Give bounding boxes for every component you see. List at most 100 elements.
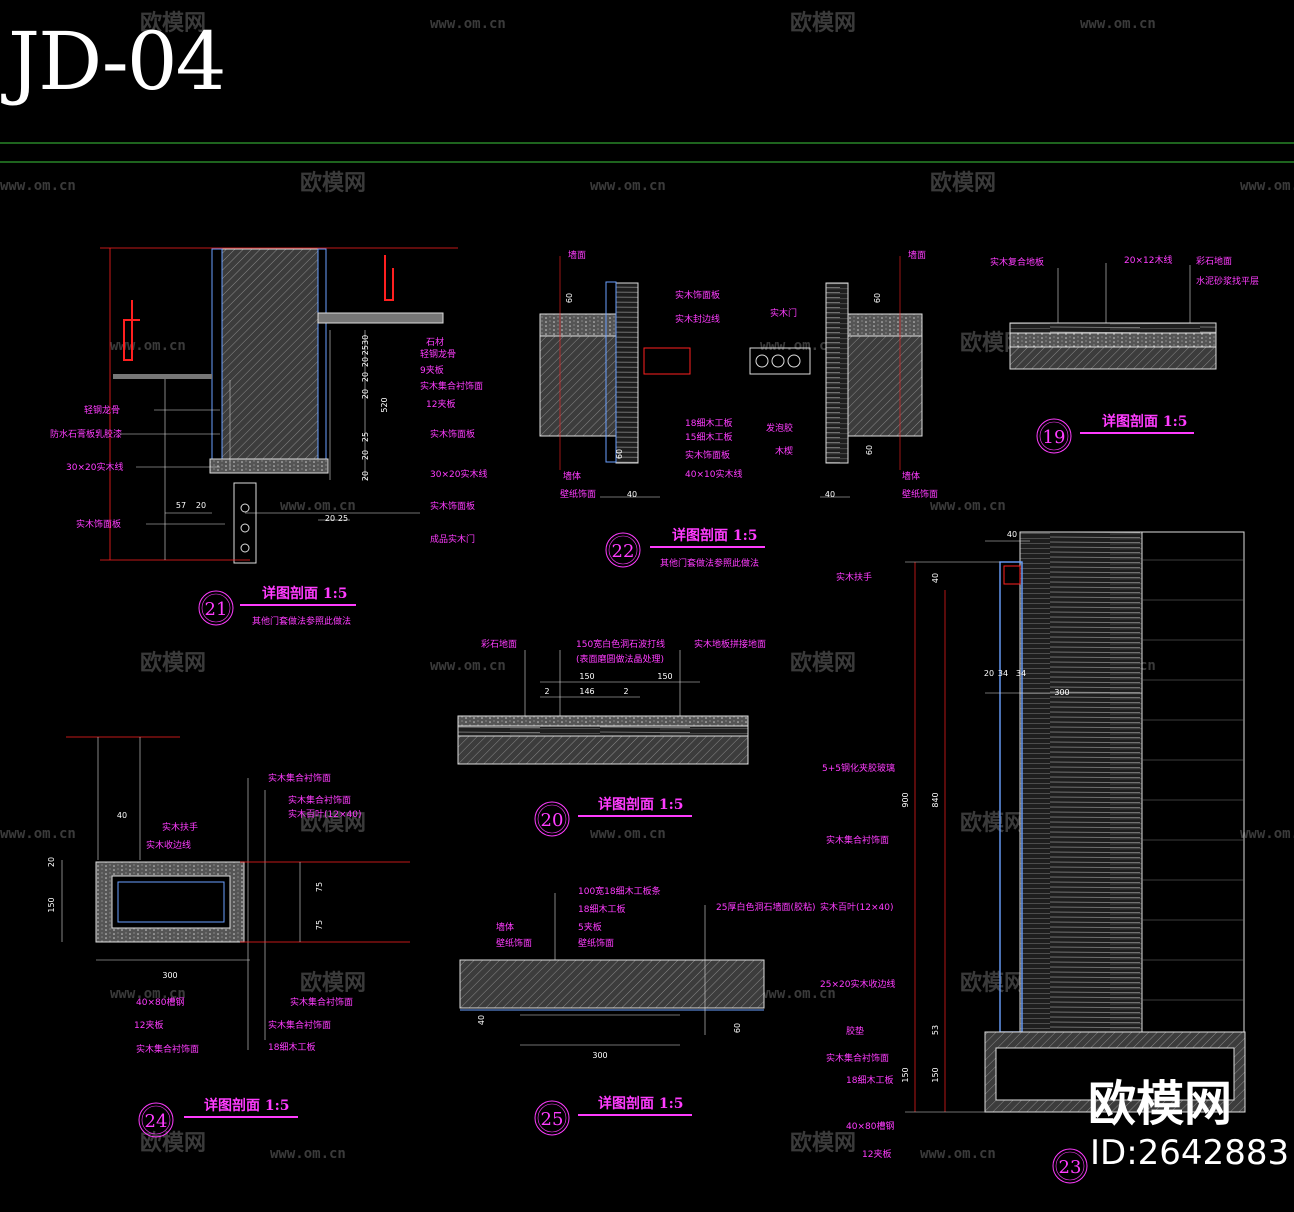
d25-label-4: 壁纸饰面 (496, 937, 532, 949)
watermark-url: www.om.cn (0, 178, 76, 194)
d24-dim-5: 75 (315, 920, 324, 930)
d22-label-14: 壁纸饰面 (902, 488, 938, 500)
watermark-url: www.om.cn (590, 826, 666, 842)
d19-label-2: 彩石地面 (1196, 255, 1232, 267)
d20-label-3: 实木地板拼接地面 (694, 638, 766, 650)
d22-label-5: 实木饰面板 (685, 449, 730, 461)
d23-dim-0: 40 (1007, 530, 1017, 539)
d21-dim-10: 20 (361, 471, 370, 481)
d24-label-10: 18细木工板 (268, 1041, 315, 1053)
d21-label-11: 实木饰面板 (430, 500, 475, 512)
d23-dim-3: 34 (998, 669, 1008, 678)
d23-dim-10: 150 (931, 1067, 940, 1082)
d25-dim-1: 300 (592, 1051, 607, 1060)
d22-dim-4: 60 (865, 445, 874, 455)
detail-22-labels: 墙面实木饰面板实木封边线18细木工板15细木工板实木饰面板40×10实木线墙体壁… (560, 249, 938, 500)
d22-label-2: 实木封边线 (675, 313, 720, 325)
d23-label-5: 胶垫 (846, 1025, 864, 1037)
d19-label-3: 水泥砂浆找平层 (1196, 275, 1259, 287)
d22-label-6: 40×10实木线 (685, 468, 742, 480)
watermark-url: www.om.cn (760, 986, 836, 1002)
watermark-brand: 欧模网 (140, 10, 206, 36)
watermark-url: www.om.cn (430, 16, 506, 32)
detail-24-number: 24 (145, 1111, 168, 1132)
detail-23-labels: 实木扶手5+5钢化夹胶玻璃实木集合衬饰面实木百叶(12×40)25×20实木收边… (820, 530, 1070, 1160)
watermark-brand: 欧模网 (960, 810, 1026, 836)
d24-label-8: 实木集合衬饰面 (290, 996, 353, 1008)
d21-dim-1: 20 (196, 501, 206, 510)
d24-dim-3: 300 (162, 971, 177, 980)
watermark-url: www.om.cn (1240, 826, 1294, 842)
d23-label-2: 实木集合衬饰面 (826, 834, 889, 846)
d22-label-12: 墙面 (908, 249, 926, 261)
watermark-brand: 欧模网 (960, 970, 1026, 996)
d25-label-2: 墙体 (496, 921, 514, 933)
footer-brand: 欧模网 (1088, 1076, 1233, 1132)
d22-label-4: 15细木工板 (685, 431, 732, 443)
watermark-url: www.om.cn (760, 338, 836, 354)
watermark-brand: 欧模网 (140, 1130, 206, 1156)
d23-dim-6: 900 (901, 792, 910, 807)
d23-dim-4: 34 (1016, 669, 1026, 678)
d21-dim-3: 25 (338, 514, 348, 523)
watermark-url: www.om.cn (0, 826, 76, 842)
d20-label-2: (表面磨圆做法晶处理) (576, 653, 664, 665)
watermark-brand: 欧模网 (790, 650, 856, 676)
d20-dim-3: 146 (579, 687, 594, 696)
detail-21-labels: 轻钢龙骨防水石膏板乳胶漆30×20实木线实木饰面板石材轻钢龙骨9夹板实木集合衬饰… (50, 335, 487, 545)
d24-dim-0: 40 (117, 811, 127, 820)
d21-dim-5: 20 (361, 357, 370, 367)
footer-image-id: ID:2642883 (1090, 1133, 1290, 1173)
d20-dim-2: 2 (544, 687, 549, 696)
d25-label-0: 100宽18细木工板条 (578, 885, 661, 897)
d25-label-1: 18细木工板 (578, 903, 625, 915)
d23-label-3: 实木百叶(12×40) (820, 901, 893, 913)
d23-dim-5: 300 (1054, 688, 1069, 697)
watermark-url: www.om.cn (1240, 178, 1294, 194)
d23-label-6: 实木集合衬饰面 (826, 1052, 889, 1064)
d21-label-9: 实木饰面板 (430, 428, 475, 440)
watermark-url: www.om.cn (280, 498, 356, 514)
d23-dim-1: 40 (931, 573, 940, 583)
detail-25 (459, 893, 765, 1046)
d22-label-0: 墙面 (568, 249, 586, 261)
detail-22 (539, 256, 923, 498)
d23-label-8: 40×80槽钢 (846, 1120, 894, 1132)
d24-label-7: 实木集合衬饰面 (136, 1043, 199, 1055)
d24-label-4: 实木收边线 (146, 839, 191, 851)
d20-dim-1: 150 (657, 672, 672, 681)
detail-24-caption: 24 详图剖面 1:5 (138, 1097, 298, 1138)
watermark-brand: 欧模网 (790, 10, 856, 36)
d21-dim-7: 20 (361, 389, 370, 399)
detail-20-caption: 20 详图剖面 1:5 (534, 796, 692, 837)
detail-23-number: 23 (1059, 1157, 1082, 1178)
d24-label-1: 实木集合衬饰面 (288, 794, 351, 806)
d22-dim-2: 40 (627, 490, 637, 499)
detail-25-number: 25 (541, 1109, 564, 1130)
d21-dim-11: 520 (380, 397, 389, 412)
watermark-url: www.om.cn (110, 338, 186, 354)
detail-21-number: 21 (205, 599, 228, 620)
watermark-url: www.om.cn (920, 1146, 996, 1162)
detail-21 (100, 247, 458, 564)
detail-19-caption: 19 详图剖面 1:5 (1036, 413, 1194, 454)
d23-label-9: 12夹板 (862, 1148, 891, 1160)
watermark-brand: 欧模网 (140, 650, 206, 676)
d21-dim-9: 20 (361, 450, 370, 460)
d21-label-6: 9夹板 (420, 364, 444, 376)
watermark-layer: 欧模网欧模网欧模网欧模网欧模网欧模网欧模网欧模网欧模网欧模网欧模网欧模网欧模网w… (0, 10, 1294, 1162)
d20-dim-0: 150 (579, 672, 594, 681)
detail-21-title: 详图剖面 1:5 (262, 585, 348, 602)
d25-dim-0: 40 (477, 1015, 486, 1025)
watermark-url: www.om.cn (1080, 16, 1156, 32)
d22-label-13: 墙体 (902, 470, 920, 482)
d25-dim-2: 60 (733, 1023, 742, 1033)
d25-label-3: 5夹板 (578, 921, 602, 933)
d22-dim-5: 40 (825, 490, 835, 499)
d21-label-4: 石材 (426, 336, 444, 348)
detail-22-subtitle: 其他门套做法参照此做法 (660, 557, 759, 569)
d22-dim-1: 60 (615, 449, 624, 459)
d24-dim-2: 150 (47, 897, 56, 912)
